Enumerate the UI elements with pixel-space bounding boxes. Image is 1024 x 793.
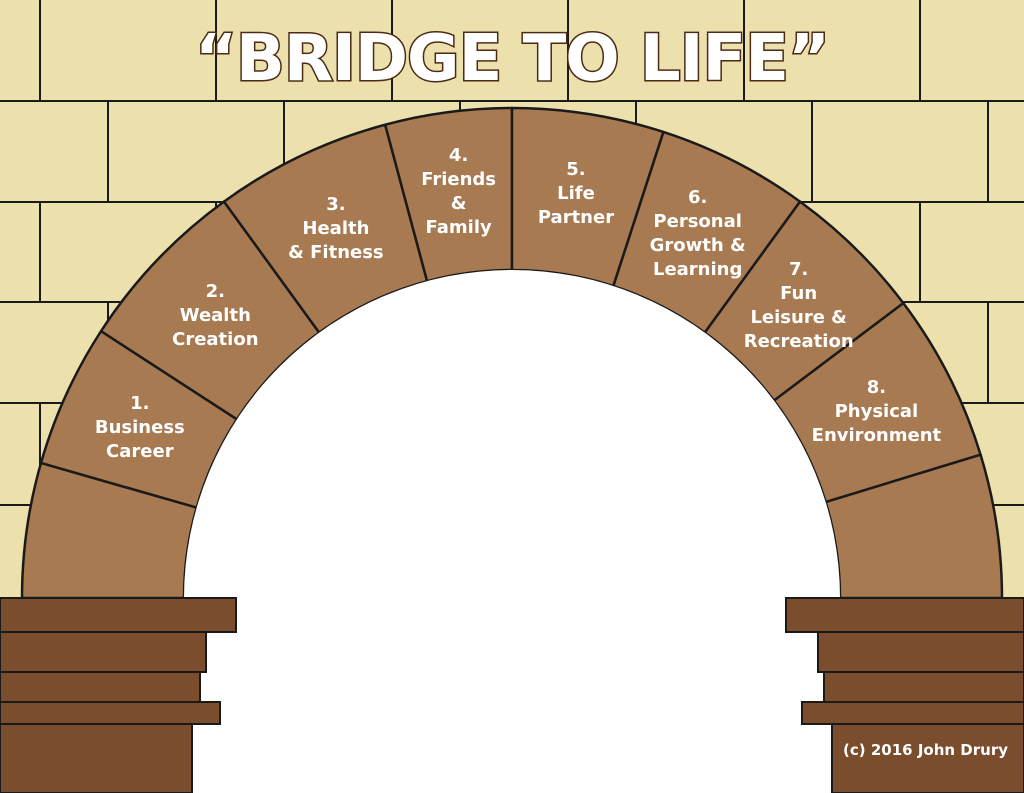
segment-number: 6. [687,186,708,208]
segment-text: Creation [172,329,259,351]
segment-text: Wealth [179,305,251,327]
pillar-block [801,701,1024,725]
segment-number: 8. [866,377,887,399]
pillar-block [0,723,193,793]
segment-number: 7. [788,259,809,281]
pillar-block [785,597,1024,633]
right-pillar [785,597,1024,793]
page-title: “BRIDGE TO LIFE” [193,21,831,98]
copyright-notice: (c) 2016 John Drury [843,741,1008,759]
segment-text: Environment [811,425,942,447]
arch [20,106,1004,793]
segment-number: 2. [205,281,225,303]
segment-text: Learning [652,258,743,280]
segment-text: Recreation [743,331,854,353]
segment-text: Personal [653,210,742,232]
arch-opening [184,270,840,793]
segment-number: 4. [448,145,469,167]
pillar-block [0,631,207,673]
pillar-block [0,701,221,725]
left-pillar [0,597,237,793]
segment-text: Family [425,217,492,239]
arch-segment-label: 4.Friends&Family [421,144,496,240]
segment-text: & [450,193,467,215]
segment-text: Business [94,417,185,439]
segment-text: & Fitness [288,241,384,263]
segment-text: Partner [537,207,615,229]
pillar-block [831,723,1024,793]
segment-text: Friends [421,169,497,191]
segment-number: 1. [130,393,150,415]
pillar-block [823,671,1024,703]
segment-text: Physical [834,401,919,423]
pillar-block [0,671,201,703]
segment-text: Life [557,183,595,205]
segment-text: Health [302,217,370,239]
pillar-block [817,631,1024,673]
segment-text: Fun [780,283,818,305]
pillar-block [0,597,237,633]
segment-text: Leisure & [750,307,847,329]
pillars [0,597,1024,793]
segment-number: 5. [566,159,586,181]
arch-segment-label: 3.Health& Fitness [288,193,383,265]
segment-text: Career [106,441,174,463]
segment-number: 3. [326,193,346,215]
segment-text: Growth & [649,234,746,256]
